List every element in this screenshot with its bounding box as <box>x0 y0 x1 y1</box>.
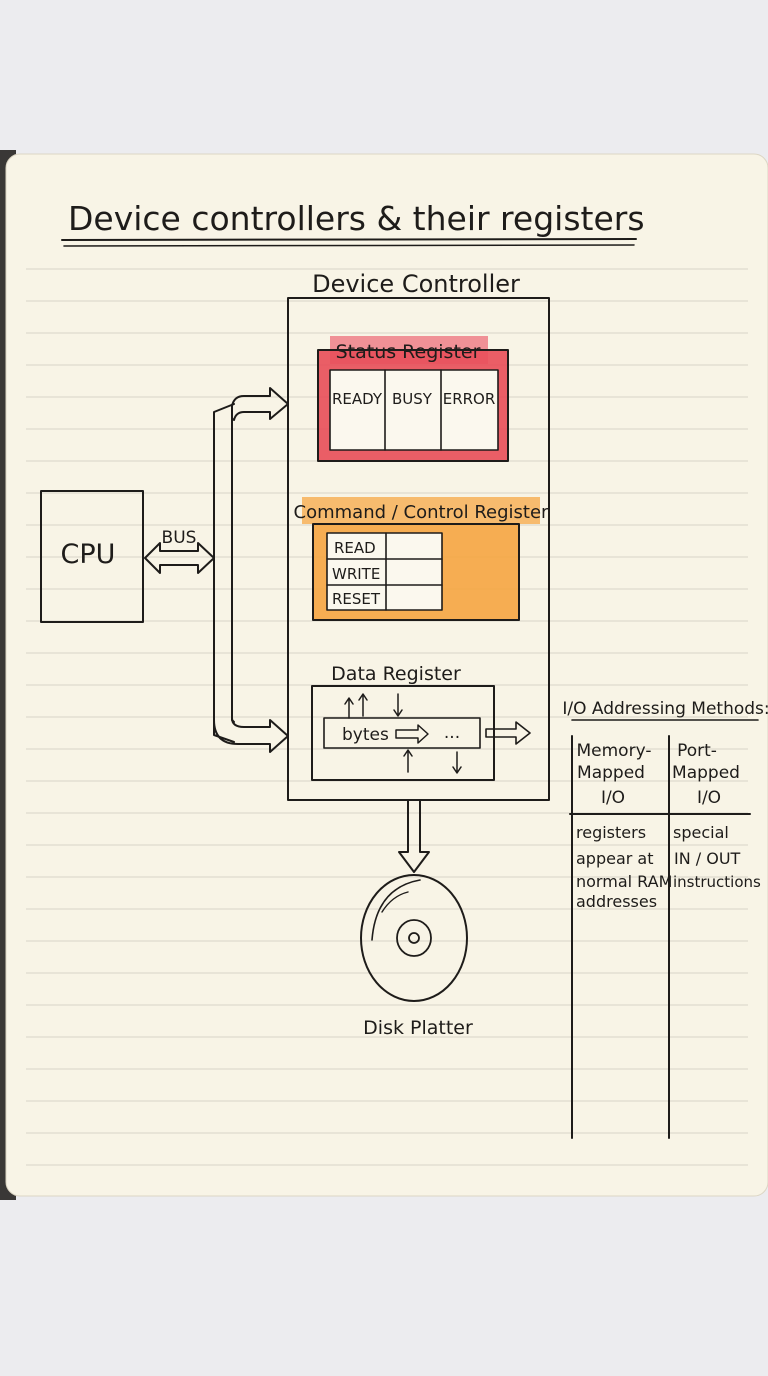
io-methods-title: I/O Addressing Methods: <box>562 699 768 719</box>
command-register-title: Command / Control Register <box>294 502 550 523</box>
title-underline <box>61 238 637 241</box>
controller-title: Device Controller <box>312 270 520 298</box>
data-output-arrow <box>485 721 531 745</box>
status-bits-area <box>330 370 498 450</box>
data-register-ellipsis: ... <box>444 723 460 743</box>
command-register: Command / Control Register READ WRITE RE… <box>294 497 550 621</box>
status-register-title: Status Register <box>336 341 481 363</box>
up-arrow-2 <box>358 693 368 717</box>
data-register-content: bytes <box>342 725 389 745</box>
title-underline-2 <box>63 244 635 247</box>
cpu-label: CPU <box>61 539 116 570</box>
command-read: READ <box>334 539 376 557</box>
bus-label: BUS <box>162 528 197 548</box>
data-register: Data Register bytes ... <box>311 663 531 781</box>
io-pm-body-3: instructions <box>673 873 761 891</box>
status-register-frame <box>317 349 509 462</box>
disk-arc-outer <box>371 879 421 941</box>
cpu-box <box>40 490 144 623</box>
disk-label: Disk Platter <box>363 1017 473 1039</box>
data-shift-arrow <box>395 724 429 744</box>
io-pm-header-2: Mapped <box>672 763 740 783</box>
io-pm-header-3: I/O <box>697 788 721 808</box>
command-write: WRITE <box>332 565 380 583</box>
io-mm-header-2: Mapped <box>577 763 645 783</box>
down-arrow-bottom <box>452 751 462 774</box>
io-mm-header-1: Memory- <box>577 741 652 761</box>
io-mm-body-2: appear at <box>576 849 654 868</box>
command-reset: RESET <box>332 590 381 608</box>
data-register-cell <box>323 717 481 749</box>
command-title-highlight <box>302 497 540 524</box>
io-pm-body-2: IN / OUT <box>674 849 741 868</box>
io-methods-table: I/O Addressing Methods: Memory- Mapped I… <box>562 699 768 1139</box>
disk-arc-inner <box>381 891 409 913</box>
data-register-frame <box>311 685 495 781</box>
disk-outer <box>360 874 468 1002</box>
device-controller-box <box>287 297 550 801</box>
io-pm-body-1: special <box>673 823 729 842</box>
up-arrow-1 <box>344 697 354 719</box>
io-mm-body-4: addresses <box>576 892 657 911</box>
down-arrow-top <box>393 693 403 717</box>
up-arrow-bottom <box>403 749 413 773</box>
status-bit-busy: BUSY <box>392 390 433 408</box>
command-register-frame <box>312 523 520 621</box>
bus-arrow-to-status <box>231 387 289 421</box>
disk-platter: Disk Platter <box>360 874 473 1039</box>
data-register-title: Data Register <box>331 663 461 685</box>
status-bit-error: ERROR <box>443 390 496 408</box>
io-mm-header-3: I/O <box>601 788 625 808</box>
status-register: Status Register READY BUSY ERROR <box>317 336 509 462</box>
notebook-page <box>0 150 768 1200</box>
io-mm-body-1: registers <box>576 823 646 842</box>
page-title: Device controllers & their registers <box>68 199 645 238</box>
command-rows-area <box>327 533 442 610</box>
disk-ring <box>396 919 432 957</box>
io-mm-body-3: normal RAM <box>576 872 672 891</box>
status-bit-ready: READY <box>332 390 383 408</box>
io-pm-header-1: Port- <box>677 741 717 761</box>
disk-spindle <box>408 932 420 944</box>
controller-to-disk-arrow <box>398 799 430 873</box>
